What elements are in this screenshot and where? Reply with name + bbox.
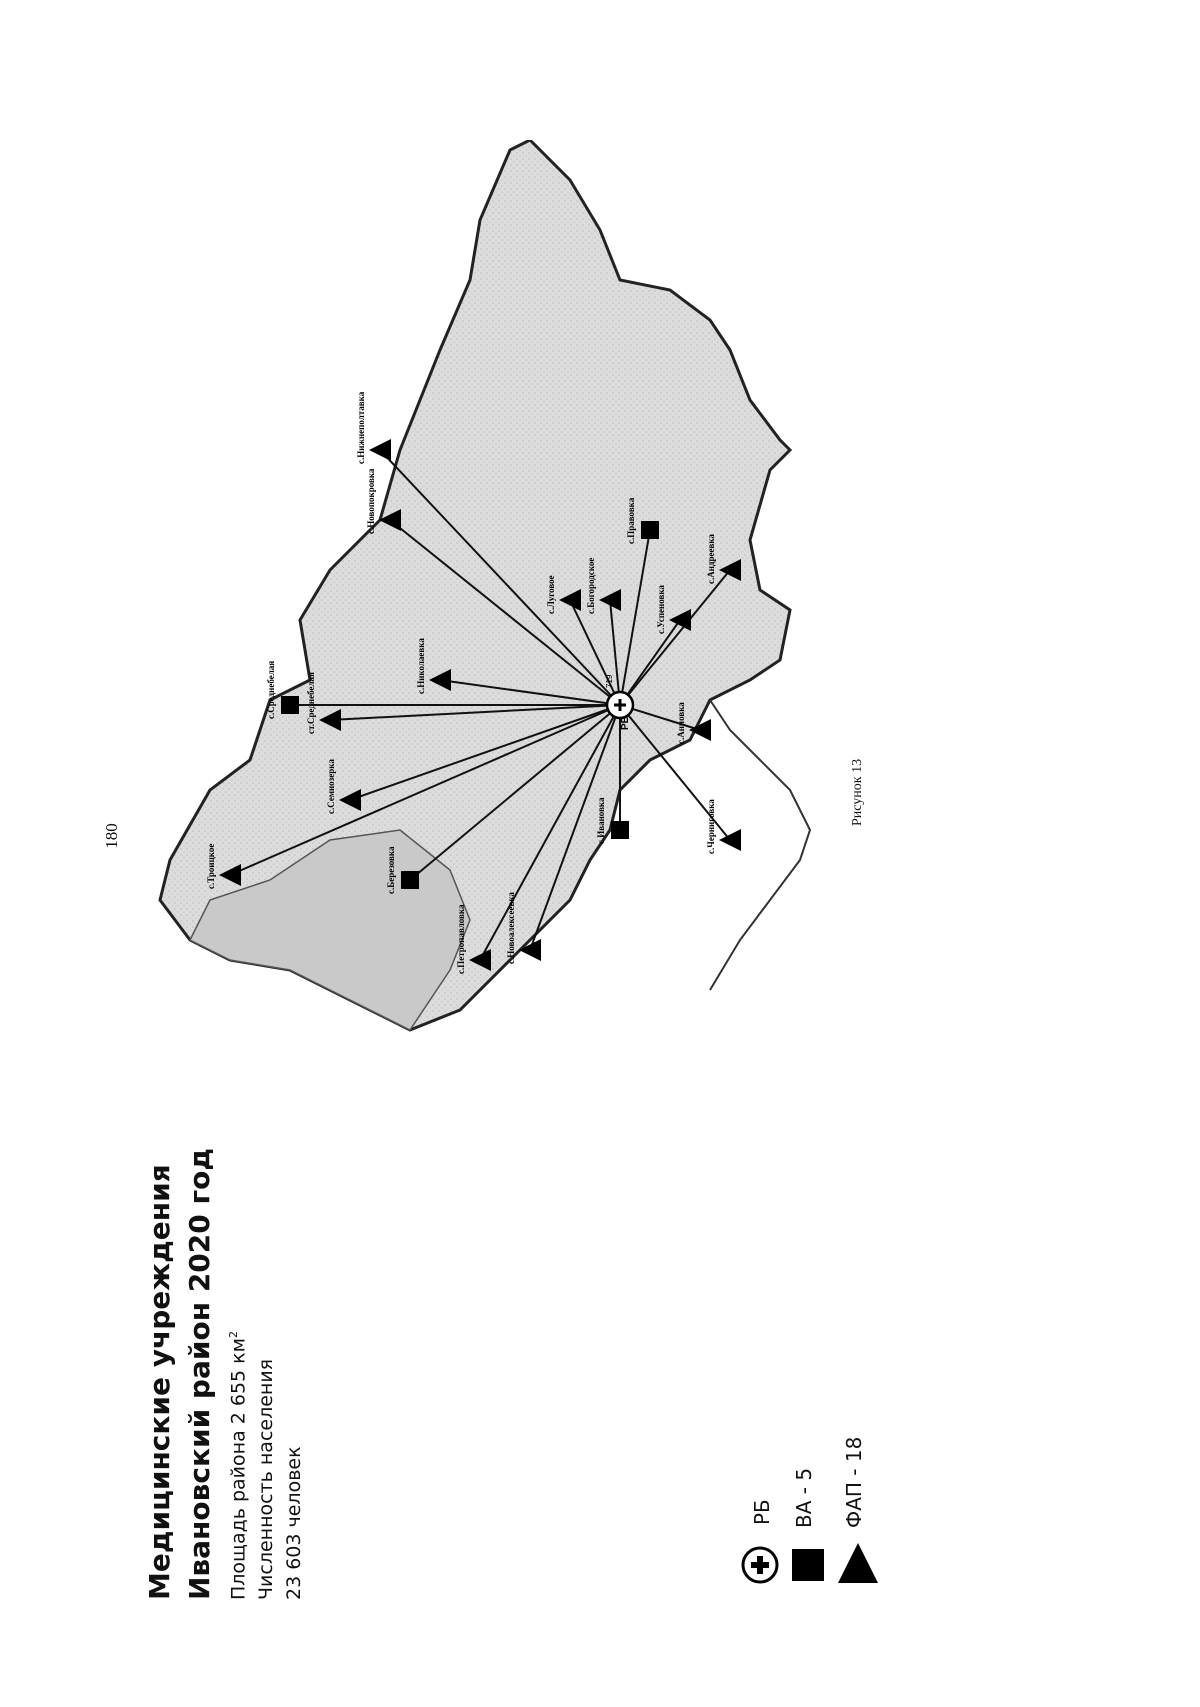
triangle-icon xyxy=(838,1543,878,1583)
district-hospital-hub: РБ 719 xyxy=(605,674,635,730)
place-label: с.Среднебелая xyxy=(266,661,276,719)
square-icon xyxy=(792,1549,824,1581)
fap-marker xyxy=(559,589,581,611)
connection-line xyxy=(439,679,621,706)
eastern-boundary xyxy=(709,699,812,991)
fap-marker xyxy=(519,939,541,961)
connection-line xyxy=(379,449,621,706)
connection-line xyxy=(619,569,731,706)
place-label: с.Нижнеполтавка xyxy=(356,391,366,464)
connection-line xyxy=(529,704,621,951)
connection-line xyxy=(479,704,621,961)
place-label: с.Богородское xyxy=(586,558,596,614)
population-value: 23 603 человек xyxy=(283,1446,306,1600)
place-label: с.Правовка xyxy=(626,497,636,544)
fap-marker xyxy=(319,709,341,731)
legend-label-fap: ФАП - 18 xyxy=(842,1436,866,1528)
figure-caption: Рисунок 13 xyxy=(850,758,865,826)
river-band xyxy=(188,829,471,1031)
outpatient-clinic-marker xyxy=(641,521,659,539)
fap-marker xyxy=(719,829,741,851)
title-line-2: Ивановский район 2020 год xyxy=(183,1148,216,1600)
place-label: с.Успеновка xyxy=(656,585,666,634)
facility-markers xyxy=(219,439,741,971)
place-labels: с.Троицкое с.Среднебелая ст.Среднебелая с.С… xyxy=(206,391,716,974)
title-line-1: Медицинские учреждения xyxy=(143,1164,176,1600)
connection-lines xyxy=(229,449,731,961)
place-label: с.Березовка xyxy=(386,846,396,894)
hub-label: РБ xyxy=(620,716,631,730)
fap-marker xyxy=(469,949,491,971)
hospital-cross-icon xyxy=(741,1546,779,1584)
place-label: с.Семиозерка xyxy=(326,759,336,814)
area-unit-sup: 2 xyxy=(227,1331,240,1338)
connection-line xyxy=(609,599,621,706)
connection-line xyxy=(329,704,621,721)
page-number: 180 xyxy=(102,823,121,849)
connection-line xyxy=(389,519,621,706)
legend-label-hospital: РБ xyxy=(750,1499,774,1525)
map-svg: РБ 719 с.Троицкое с.Среднебелая ст.Среднеб… xyxy=(158,140,812,1032)
info-block: Медицинские учреждения Ивановский район … xyxy=(140,1080,340,1600)
fap-marker xyxy=(339,789,361,811)
fap-marker xyxy=(369,439,391,461)
outpatient-clinic-marker xyxy=(401,871,419,889)
place-label: с.Новоалексеевка xyxy=(506,892,516,964)
place-label: с.Черниговка xyxy=(706,799,716,854)
place-label: с.Новопокровка xyxy=(366,468,376,534)
area-line: Площадь района 2 655 км2 xyxy=(220,1080,252,1600)
fap-marker xyxy=(689,719,711,741)
fap-marker xyxy=(429,669,451,691)
connection-line xyxy=(619,704,731,841)
outpatient-clinic-marker xyxy=(611,821,629,839)
place-label: с.Троицкое xyxy=(206,844,216,889)
fap-marker xyxy=(219,864,241,886)
connection-line xyxy=(619,619,681,706)
place-label: с.Николаевка xyxy=(416,638,426,694)
fap-marker xyxy=(379,509,401,531)
hub-code: 719 xyxy=(605,674,614,688)
place-label: с.Андреевка xyxy=(706,534,716,584)
place-label: с.Ивановка xyxy=(596,797,606,844)
fap-marker xyxy=(599,589,621,611)
outpatient-clinic-marker xyxy=(281,696,299,714)
place-label: ст.Среднебелая xyxy=(306,672,316,734)
district-outline xyxy=(158,140,793,1032)
connection-line xyxy=(619,529,651,706)
connection-line xyxy=(349,704,621,801)
connection-line xyxy=(569,599,621,706)
place-label: с.Петропавловка xyxy=(456,904,466,974)
legend: РБ xyxy=(740,1325,878,1585)
fap-marker xyxy=(669,609,691,631)
population-label: Численность населения xyxy=(255,1358,278,1600)
fap-marker xyxy=(719,559,741,581)
area-text: Площадь района 2 655 км xyxy=(227,1338,250,1600)
district-map: РБ 719 с.Троицкое с.Среднебелая ст.Среднеб… xyxy=(150,140,870,1100)
place-label: с.Луговое xyxy=(546,575,556,614)
connection-line xyxy=(229,704,621,876)
legend-label-outpatient: ВА - 5 xyxy=(792,1467,816,1528)
place-label: с.Анновка xyxy=(676,702,686,744)
connection-line xyxy=(409,704,621,881)
